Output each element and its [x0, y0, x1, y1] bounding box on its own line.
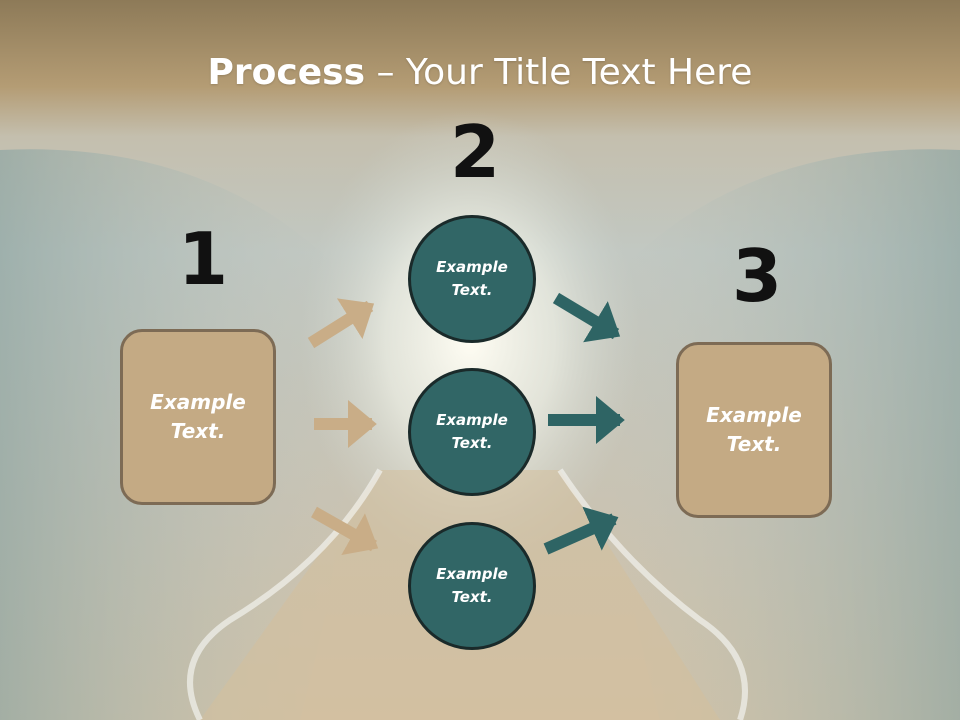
step-number-1: 1 [178, 217, 229, 301]
arrow-to-node-3 [311, 506, 379, 556]
step-3-box: Example Text. [676, 342, 832, 518]
step-2-node-3: Example Text. [408, 522, 536, 650]
step-2-node-1: Example Text. [408, 215, 536, 343]
step-number-2: 2 [450, 110, 501, 194]
step-3-text: Example Text. [706, 403, 802, 456]
title-bold: Process [207, 52, 366, 93]
arrow-to-node-1 [307, 298, 375, 349]
title-rest: – Your Title Text Here [365, 52, 753, 93]
arrow-from-node-1 [552, 292, 621, 343]
step-2-node-2: Example Text. [408, 368, 536, 496]
step-1-text: Example Text. [150, 390, 246, 443]
step-1-box: Example Text. [120, 329, 276, 505]
arrow-from-node-3 [543, 506, 619, 555]
node-3-text: Example Text. [436, 565, 508, 606]
node-1-text: Example Text. [436, 258, 508, 299]
step-number-3: 3 [732, 234, 783, 318]
node-2-text: Example Text. [436, 411, 508, 452]
page-title: Process – Your Title Text Here [0, 52, 960, 93]
